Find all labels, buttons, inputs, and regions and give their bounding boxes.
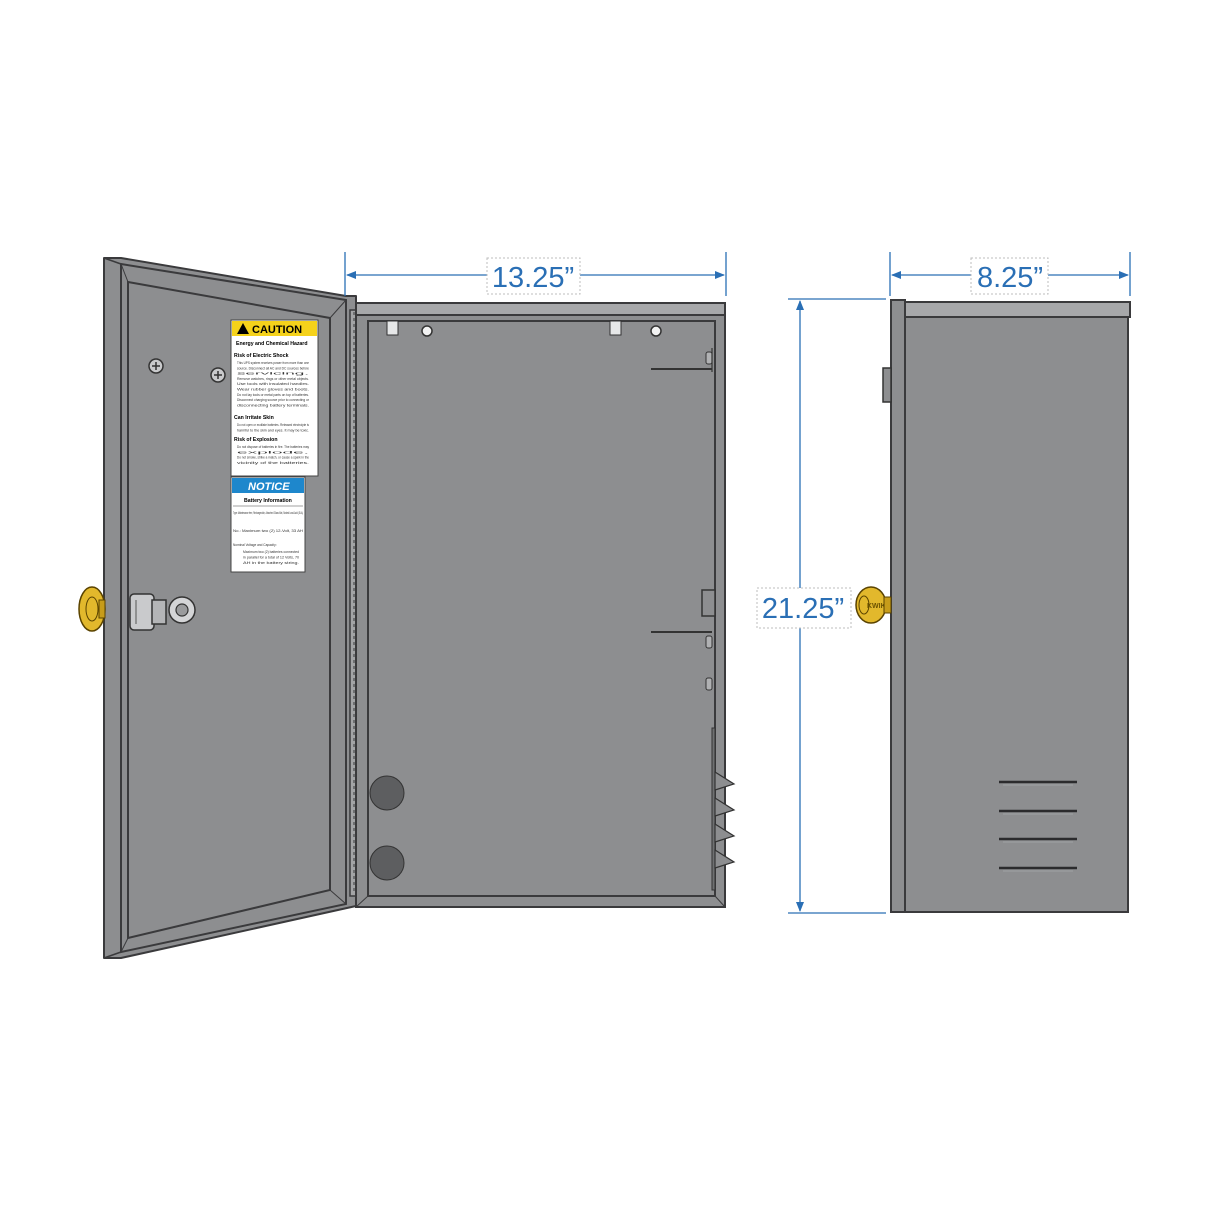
caution-header: CAUTION bbox=[252, 324, 302, 336]
label-text-line: Disconnect charging source prior to conn… bbox=[237, 398, 310, 402]
label-text-line: Wear rubber gloves and boots. bbox=[237, 388, 309, 392]
cabinet-top-lip bbox=[355, 302, 726, 316]
height-dimension-label: 21.25” bbox=[762, 593, 844, 625]
label-text-line: servicing. bbox=[237, 372, 310, 376]
dimension-height: 21.25” bbox=[756, 298, 886, 914]
label-text-line: This UPS system receives power from more… bbox=[237, 361, 309, 365]
label-text-line: Do not smoke, strike a match, or cause a… bbox=[237, 456, 309, 460]
mounting-hole bbox=[421, 325, 433, 337]
key-icon[interactable]: KWIK bbox=[855, 586, 892, 624]
label-text-line: in parallel for a total of 12 Volts, 70 bbox=[243, 556, 299, 560]
door-screw-icon bbox=[148, 358, 164, 374]
side-panel bbox=[904, 316, 1129, 913]
mounting-hole bbox=[650, 325, 662, 337]
notice-title: Battery Information bbox=[244, 498, 292, 504]
label-text-line: Remove watches, rings or other metal obj… bbox=[237, 377, 309, 381]
label-text-line: disconnecting battery terminals. bbox=[237, 403, 309, 407]
label-text-line: harmful to the skin and eyes. It may be … bbox=[237, 428, 309, 432]
key-icon[interactable] bbox=[78, 586, 106, 632]
label-text-line: Use tools with insulated handles. bbox=[237, 382, 309, 386]
dimension-depth: 8.25” bbox=[889, 252, 1131, 296]
side-top-lip bbox=[904, 301, 1131, 318]
label-text-line: source. Disconnect all AC and DC sources… bbox=[237, 366, 309, 370]
knockout-hole bbox=[369, 845, 405, 881]
caution-section2-title: Can Irritate Skin bbox=[234, 415, 274, 421]
door-screw-icon bbox=[210, 367, 226, 383]
label-text-line: Maximum two (2) batteries connected bbox=[243, 550, 299, 554]
caution-label: CAUTION Energy and Chemical Hazard Risk … bbox=[230, 319, 319, 477]
caution-section1-title: Risk of Electric Shock bbox=[234, 353, 289, 359]
notice-no-line: No.: Maximum two (2) 12-Volt, 33 AH bbox=[233, 529, 304, 533]
caution-section2-list: Do not open or mutilate batteries. Relea… bbox=[237, 423, 309, 432]
vent-louvres-side bbox=[711, 727, 736, 891]
side-hinge-block bbox=[882, 367, 892, 403]
notice-type-line: Type: Maintenance free, Rechargeable, Ab… bbox=[233, 511, 303, 515]
open-door: CAUTION Energy and Chemical Hazard Risk … bbox=[78, 257, 359, 959]
label-text-line: Do not lay tools or metal parts on top o… bbox=[237, 393, 309, 397]
warning-triangle-icon bbox=[237, 323, 249, 334]
battery-rail bbox=[651, 631, 713, 691]
cabinet-interior bbox=[367, 320, 716, 897]
cabinet-body-front bbox=[355, 302, 736, 908]
side-front-edge bbox=[890, 299, 906, 913]
mounting-tab bbox=[609, 320, 622, 336]
label-text-line: Do not open or mutilate batteries. Relea… bbox=[237, 423, 309, 427]
depth-dimension-label: 8.25” bbox=[977, 262, 1043, 294]
cam-lock-icon[interactable] bbox=[129, 593, 196, 631]
mounting-tab bbox=[386, 320, 399, 336]
width-dimension-label: 13.25” bbox=[492, 262, 574, 294]
notice-header: NOTICE bbox=[248, 481, 290, 493]
caution-title: Energy and Chemical Hazard bbox=[236, 341, 308, 347]
caution-section1-list: This UPS system receives power from more… bbox=[237, 361, 310, 407]
label-text-line: explode. bbox=[237, 450, 310, 454]
label-text-line: AH in the battery string. bbox=[243, 561, 299, 565]
knockout-hole bbox=[369, 775, 405, 811]
notice-voltage-title: Nominal Voltage and Capacity: bbox=[233, 543, 277, 547]
caution-section3-title: Risk of Explosion bbox=[234, 437, 278, 443]
latch-bracket bbox=[701, 589, 716, 617]
notice-voltage-list: Maximum two (2) batteries connected in pa… bbox=[243, 550, 299, 565]
cabinet-side-view: KWIK bbox=[855, 299, 1131, 913]
label-text-line: vicinity of the batteries. bbox=[237, 461, 309, 465]
caution-section3-list: Do not dispose of batteries in fire. The… bbox=[237, 445, 310, 465]
label-text-line: Do not dispose of batteries in fire. The… bbox=[237, 445, 309, 449]
battery-rail bbox=[651, 348, 713, 372]
key-brand-text: KWIK bbox=[867, 603, 886, 610]
dimension-width: 13.25” bbox=[344, 252, 727, 296]
notice-label: NOTICE Battery Information Type: Mainten… bbox=[230, 476, 306, 573]
side-vent-louvres bbox=[999, 780, 1077, 872]
